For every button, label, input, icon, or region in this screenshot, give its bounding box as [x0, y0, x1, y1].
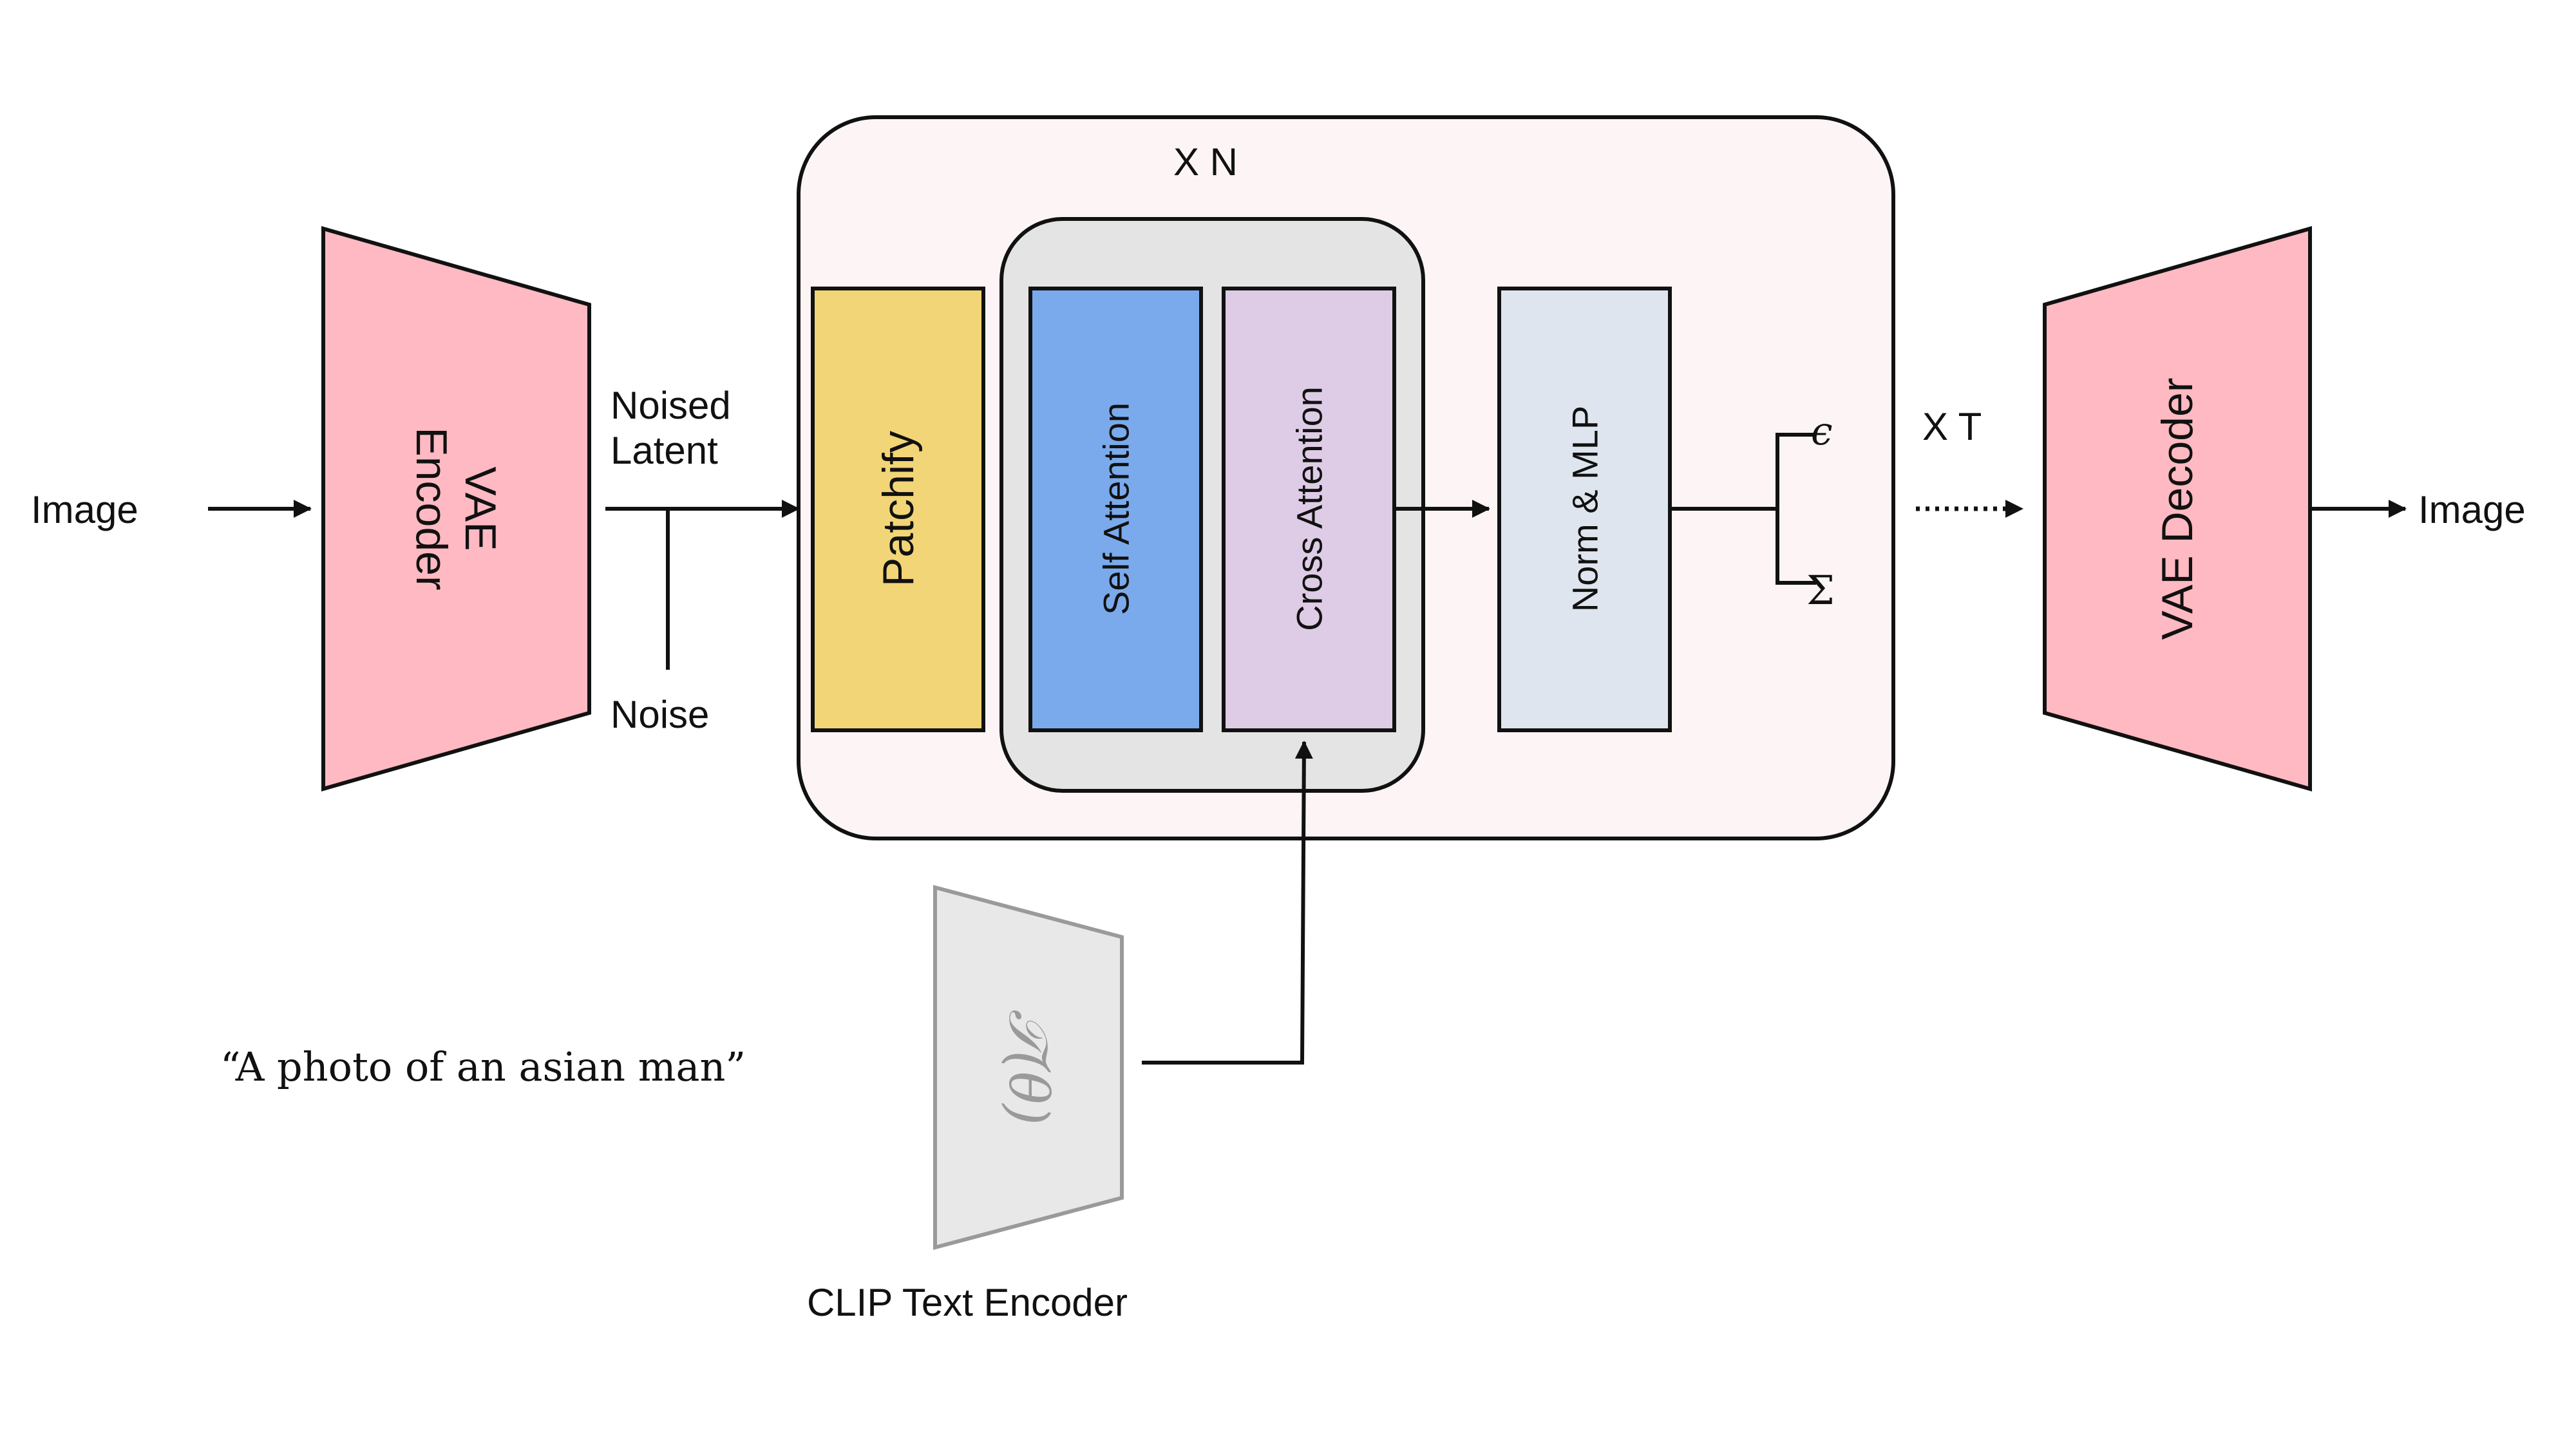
noised-latent-line2: Latent: [611, 429, 718, 472]
clip-encoder-label: CLIP Text Encoder: [807, 1281, 1128, 1324]
self-attention-label: Self Attention: [1096, 402, 1137, 615]
text-prompt: “A photo of an asian man”: [220, 1043, 746, 1090]
vae-encoder-label-line2: Encoder: [407, 427, 456, 590]
clip-to-cross-attention-arrow: [1142, 741, 1313, 1065]
repeat-n-label: X N: [1173, 140, 1238, 184]
output-split-bracket: [1776, 433, 1816, 585]
norm-mlp-label: Norm & MLP: [1565, 406, 1605, 612]
vae-decoder-shape: [2043, 226, 2312, 791]
input-image-label: Image: [31, 488, 138, 531]
noise-label: Noise: [611, 693, 709, 736]
vae-encoder-shape: [321, 226, 591, 791]
clip-encoder-symbol: 𝒯(θ): [997, 1009, 1060, 1125]
cross-attention-label: Cross Attention: [1289, 386, 1330, 631]
sigma-output-label: Σ: [1806, 567, 1835, 614]
clip-encoder-shape: [933, 885, 1124, 1250]
patchify-block: [811, 287, 985, 732]
repeat-t-label: X T: [1922, 405, 1982, 448]
epsilon-output-label: ϵ: [1811, 409, 1833, 454]
output-image-label: Image: [2418, 488, 2526, 531]
vae-decoder-label: VAE Decoder: [2153, 378, 2202, 640]
noised-latent-line1: Noised: [611, 384, 731, 427]
patchify-label: Patchify: [874, 431, 923, 587]
self-attention-block: [1028, 287, 1203, 732]
norm-mlp-block: [1497, 287, 1672, 732]
vae-encoder-label-line1: VAE: [456, 466, 505, 551]
